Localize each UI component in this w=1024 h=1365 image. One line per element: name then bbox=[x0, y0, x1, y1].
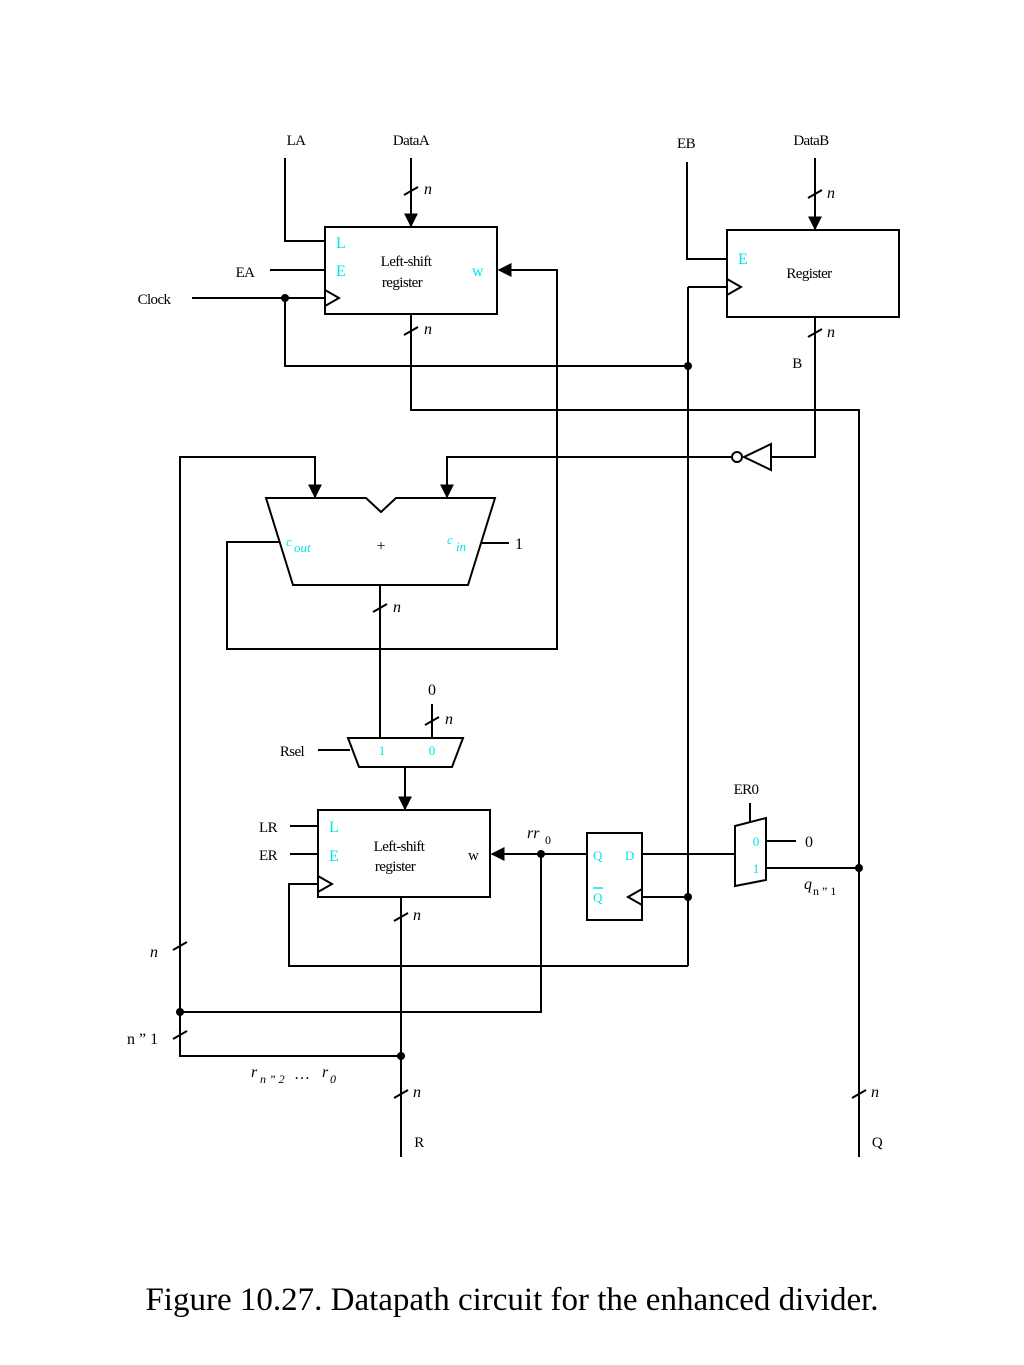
register-r-port-e: E bbox=[329, 848, 339, 865]
flipflop-q: Q bbox=[593, 848, 603, 863]
r-bits-r1: r bbox=[251, 1064, 258, 1081]
adder-plus: + bbox=[376, 538, 385, 555]
rr0-sub: 0 bbox=[545, 833, 551, 847]
r-bits-dots: … bbox=[294, 1066, 310, 1083]
signal-er0: ER0 bbox=[734, 782, 759, 798]
bus-slash-r-bits bbox=[172, 1030, 188, 1040]
width-data-a: n bbox=[424, 181, 432, 198]
register-a-label-2: register bbox=[382, 275, 423, 291]
adder-cin-c: c bbox=[447, 532, 453, 547]
signal-data-a: DataA bbox=[393, 133, 430, 149]
width-r: n bbox=[413, 1084, 421, 1101]
signal-clock: Clock bbox=[138, 292, 172, 308]
signal-q: Q bbox=[872, 1135, 883, 1151]
width-q: n bbox=[871, 1084, 879, 1101]
wire-la bbox=[284, 158, 325, 242]
signal-eb: EB bbox=[677, 136, 696, 152]
adder-cin-sub: in bbox=[456, 539, 466, 554]
rr0-label: rr 0 bbox=[527, 825, 551, 847]
bus-slash-register-r-out bbox=[393, 912, 409, 922]
register-b-port-e: E bbox=[738, 251, 748, 268]
junction-clock-flipflop bbox=[684, 893, 692, 901]
r-bits-sub2: 0 bbox=[330, 1072, 336, 1086]
wire-r-bits bbox=[179, 1012, 401, 1057]
bus-slash-register-b-out bbox=[807, 328, 823, 338]
signal-lr: LR bbox=[259, 820, 278, 836]
r-bits-label: r n ” 2 … r 0 bbox=[251, 1064, 336, 1086]
mux-r-in0: 0 bbox=[429, 743, 436, 758]
mux-r: 1 0 bbox=[346, 737, 465, 768]
r-bits-sub1: n ” 2 bbox=[260, 1072, 285, 1086]
register-r-label-2: register bbox=[375, 859, 416, 875]
register-a: L E w Left-shift register bbox=[324, 226, 498, 315]
wire-register-a-out bbox=[410, 314, 860, 1157]
qn1-label: q n ” 1 bbox=[804, 876, 836, 898]
signal-rsel: Rsel bbox=[280, 744, 305, 760]
register-r-port-l: L bbox=[329, 819, 339, 836]
inverter bbox=[731, 442, 772, 472]
flipflop: Q D Q bbox=[586, 832, 643, 921]
wire-clock-register-r bbox=[288, 883, 688, 967]
register-r: L E w Left-shift register bbox=[317, 809, 491, 898]
wire-rbits-to-adder bbox=[179, 456, 322, 1012]
signal-data-b: DataB bbox=[793, 133, 829, 149]
mux-q-in1: 1 bbox=[753, 861, 760, 876]
wire-cout-to-register-a bbox=[226, 263, 558, 650]
datapath-diagram: L E w Left-shift register E Register LA … bbox=[127, 133, 900, 1157]
register-a-port-l: L bbox=[336, 235, 346, 252]
bus-slash-data-a bbox=[403, 186, 419, 196]
r-bits-r2: r bbox=[322, 1064, 329, 1081]
rr0-main: rr bbox=[527, 825, 540, 842]
wire-rr0-feedback bbox=[180, 854, 542, 1013]
bus-slash-q bbox=[851, 1089, 867, 1099]
width-r-bits: n ” 1 bbox=[127, 1031, 158, 1048]
signal-er: ER bbox=[259, 848, 278, 864]
flipflop-qbar: Q bbox=[593, 890, 603, 905]
mux-q-in0: 0 bbox=[753, 834, 760, 849]
figure-caption: Figure 10.27. Datapath circuit for the e… bbox=[145, 1282, 879, 1318]
qn1-sub: n ” 1 bbox=[813, 884, 836, 898]
mux-r-zero-constant: 0 bbox=[428, 682, 436, 699]
qn1-main: q bbox=[804, 876, 812, 893]
flipflop-d: D bbox=[625, 848, 634, 863]
wire-register-b-out bbox=[771, 317, 816, 458]
signal-la: LA bbox=[287, 133, 307, 149]
adder: + c out c in bbox=[264, 497, 497, 586]
width-register-r-out: n bbox=[413, 907, 421, 924]
width-adder-in: n bbox=[150, 944, 158, 961]
register-r-port-w: w bbox=[468, 848, 479, 864]
width-register-b-out: n bbox=[827, 324, 835, 341]
signal-ea: EA bbox=[236, 265, 256, 281]
mux-q: 0 1 bbox=[734, 816, 767, 888]
signal-r: R bbox=[414, 1135, 424, 1151]
wire-eb bbox=[686, 162, 727, 260]
register-b: E Register bbox=[726, 229, 900, 318]
bus-slash-adder-in bbox=[172, 941, 188, 951]
register-a-port-e: E bbox=[336, 263, 346, 280]
register-b-label: Register bbox=[786, 266, 832, 282]
mux-r-in1: 1 bbox=[379, 743, 386, 758]
cin-constant: 1 bbox=[515, 536, 523, 553]
mux-q-zero-constant: 0 bbox=[805, 834, 813, 851]
adder-cout-c: c bbox=[286, 534, 292, 549]
register-r-label-1: Left-shift bbox=[374, 839, 426, 855]
width-data-b: n bbox=[827, 185, 835, 202]
bus-slash-zero bbox=[424, 716, 440, 726]
width-sum: n bbox=[393, 599, 401, 616]
junction-qn1 bbox=[855, 864, 863, 872]
adder-cout-sub: out bbox=[294, 540, 311, 555]
width-register-a-out: n bbox=[424, 321, 432, 338]
wire-clock-distribution bbox=[284, 298, 688, 367]
register-a-port-w: w bbox=[472, 263, 484, 280]
bus-slash-sum bbox=[372, 603, 388, 613]
bus-slash-r bbox=[393, 1089, 409, 1099]
wire-inverter-to-adder bbox=[440, 456, 732, 499]
bus-slash-data-b bbox=[807, 189, 823, 199]
signal-b: B bbox=[792, 356, 802, 372]
register-a-label-1: Left-shift bbox=[381, 254, 433, 270]
width-zero: n bbox=[445, 711, 453, 728]
bus-slash-register-a-out bbox=[403, 326, 419, 336]
